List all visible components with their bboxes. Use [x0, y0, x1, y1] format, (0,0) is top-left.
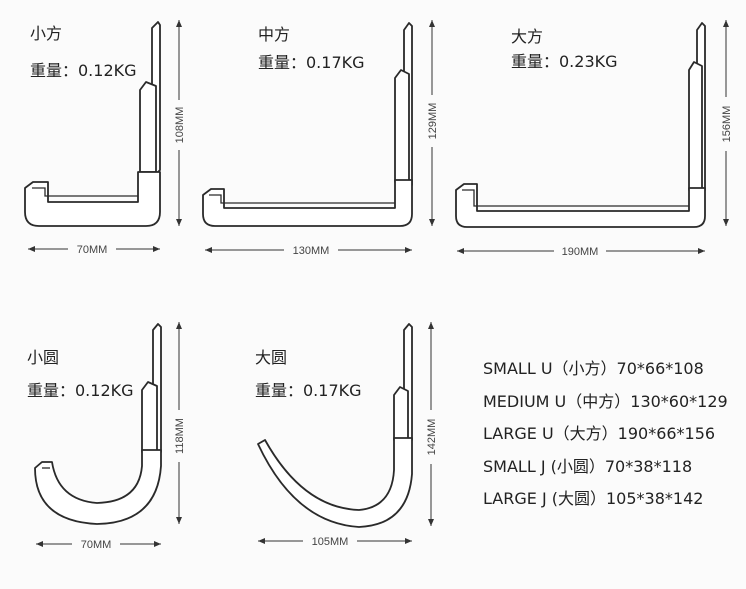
dim-large-j-width: 105MM: [258, 535, 412, 548]
hook-small-j: [34, 323, 162, 525]
dim-medium-u-height: 129MM: [425, 20, 439, 226]
spec-small-j: SMALL J (小圆）70*38*118: [483, 456, 693, 476]
dim-small-u-width: 70MM: [28, 243, 160, 256]
dim-large-u-height: 156MM: [719, 20, 733, 226]
spec-medium-u: MEDIUM U（中方）130*60*129: [483, 391, 728, 411]
dim-small-j-height: 118MM: [172, 322, 186, 524]
spec-large-j: LARGE J (大圆）105*38*142: [483, 489, 704, 508]
spec-list: SMALL U（小方）70*66*108 MEDIUM U（中方）130*60*…: [483, 357, 728, 520]
large-u-name: 大方: [511, 27, 544, 46]
hook-small-u: [24, 21, 161, 227]
medium-u-weight: 重量：0.17KG: [258, 53, 365, 72]
large-j-name: 大圆: [255, 348, 288, 367]
dim-small-j-width-label: 70MM: [81, 539, 112, 551]
medium-u-name: 中方: [258, 25, 291, 44]
dim-large-u-height-label: 156MM: [721, 106, 733, 143]
small-u-name: 小方: [30, 24, 63, 43]
dim-medium-u-width-label: 130MM: [293, 245, 330, 257]
hook-medium-u: [202, 22, 413, 227]
dim-small-j-width: 70MM: [36, 538, 161, 551]
dim-small-u-width-label: 70MM: [77, 244, 108, 256]
small-u-weight: 重量：0.12KG: [30, 61, 137, 80]
dim-large-j-height: 142MM: [424, 322, 438, 526]
dim-large-u-width-label: 190MM: [562, 246, 599, 258]
small-j-weight: 重量：0.12KG: [27, 381, 134, 400]
dim-small-j-height-label: 118MM: [174, 418, 186, 454]
large-j-weight: 重量：0.17KG: [255, 381, 362, 400]
hook-large-j: [257, 323, 413, 528]
spec-small-u: SMALL U（小方）70*66*108: [483, 359, 704, 378]
dim-large-j-width-label: 105MM: [312, 536, 349, 548]
dim-large-u-width: 190MM: [457, 245, 705, 258]
dim-small-u-height-label: 108MM: [174, 107, 186, 144]
dim-medium-u-height-label: 129MM: [427, 103, 439, 140]
small-j-name: 小圆: [27, 348, 60, 367]
dim-small-u-height: 108MM: [172, 20, 186, 226]
dim-large-j-height-label: 142MM: [426, 419, 438, 456]
large-u-weight: 重量：0.23KG: [511, 52, 618, 71]
dim-medium-u-width: 130MM: [205, 244, 412, 257]
hook-large-u: [455, 22, 706, 228]
spec-large-u: LARGE U（大方）190*66*156: [483, 424, 716, 443]
